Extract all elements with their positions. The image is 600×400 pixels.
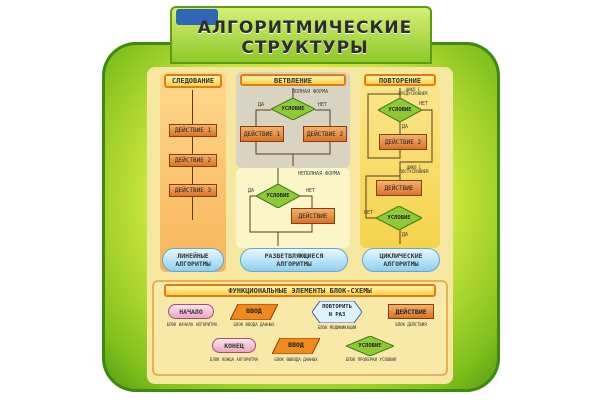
loop-pre-condition-label: УСЛОВИЕ <box>388 107 412 113</box>
sequence-footer: ЛИНЕЙНЫЕ АЛГОРИТМЫ <box>162 248 224 272</box>
branch-action-2: ДЕЙСТВИЕ 2 <box>303 126 347 142</box>
loop-pre-label-line-2: ПРЕДУСЛОВИЕМ <box>398 91 428 96</box>
loop-pre-action: ДЕЙСТВИЕ 2 <box>379 134 427 150</box>
sequence-header: СЛЕДОВАНИЕ <box>164 74 222 88</box>
branch-partial-no: НЕТ <box>306 188 316 194</box>
loop-footer: ЦИКЛИЧЕСКИЕ АЛГОРИТМЫ <box>362 248 440 272</box>
sequence-footer-line-1: ЛИНЕЙНЫЕ <box>177 252 209 260</box>
input-block-shape <box>230 304 278 320</box>
loop-post-condition-label: УСЛОВИЕ <box>387 215 411 221</box>
loop-post-no: НЕТ <box>364 210 374 216</box>
modify-block-label-line-1: ПОВТОРИТЬ <box>322 304 352 310</box>
branch-footer-line-1: РАЗВЕТВЛЯЮЩИЕСЯ <box>264 252 324 260</box>
branch-partial-condition-label: УСЛОВИЕ <box>266 193 290 199</box>
branch-full-condition-label: УСЛОВИЕ <box>281 106 305 112</box>
branch-full-lines <box>255 88 331 166</box>
condition-caption: БЛОК ПРОВЕРКИ УСЛОВИЯ <box>345 357 397 362</box>
output-block-shape <box>272 338 320 354</box>
start-block: НАЧАЛО <box>168 304 214 319</box>
branch-footer-line-2: АЛГОРИТМЫ <box>276 260 312 268</box>
branch-full-label: ПОЛНАЯ ФОРМА <box>292 89 329 95</box>
sequence-action-1: ДЕЙСТВИЕ 1 <box>169 124 217 137</box>
modify-caption: БЛОК МОДИФИКАЦИИ <box>317 325 357 330</box>
input-block-label: ВВОД <box>246 307 262 315</box>
branch-full-yes: ДА <box>258 102 265 108</box>
sequence-action-2: ДЕЙСТВИЕ 2 <box>169 154 217 167</box>
branch-partial-label: НЕПОЛНАЯ ФОРМА <box>298 171 341 177</box>
sequence-footer-line-2: АЛГОРИТМЫ <box>175 260 211 268</box>
end-caption: БЛОК КОНЦА АЛГОРИТМА <box>209 357 259 362</box>
branch-partial-condition <box>256 184 300 208</box>
loop-post-yes: ДА <box>402 232 409 238</box>
loop-pre-condition <box>378 98 422 122</box>
branch-full-no: НЕТ <box>318 102 328 108</box>
branch-header: ВЕТВЛЕНИЕ <box>240 74 346 86</box>
loop-post-label-line-1: ЦИКЛ С <box>406 165 422 170</box>
condition-block-shape <box>346 336 394 356</box>
end-block: КОНЕЦ <box>212 338 256 353</box>
sequence-column <box>160 72 226 272</box>
loop-pre-label-line-1: ЦИКЛ С <box>405 87 421 92</box>
output-block-label: ВВОД <box>288 341 304 349</box>
input-caption: БЛОК ВВОДА ДАННЫХ <box>233 322 275 327</box>
modify-block-label: ПОВТОРИТЬ N РАЗ <box>312 303 362 319</box>
start-caption: БЛОК НАЧАЛА АЛГОРИТМА <box>166 322 218 327</box>
condition-block-label: УСЛОВИЕ <box>358 343 382 349</box>
loop-post-action: ДЕЙСТВИЕ <box>376 180 422 196</box>
modify-block-shape <box>312 301 362 323</box>
branch-partial-action: ДЕЙСТВИЕ <box>291 208 335 224</box>
loop-header: ПОВТОРЕНИЕ <box>364 74 436 86</box>
loop-footer-line-2: АЛГОРИТМЫ <box>383 260 419 268</box>
loop-post-label-line-2: ПОСТУСЛОВИЕМ <box>399 169 429 174</box>
action-caption: БЛОК ДЕЙСТВИЯ <box>395 322 427 327</box>
action-block: ДЕЙСТВИЕ <box>388 304 434 319</box>
branch-footer: РАЗВЕТВЛЯЮЩИЕСЯ АЛГОРИТМЫ <box>240 248 348 272</box>
elements-header: ФУНКЦИОНАЛЬНЫЕ ЭЛЕМЕНТЫ БЛОК-СХЕМЫ <box>164 284 436 297</box>
title-line-1: АЛГОРИТМИЧЕСКИЕ <box>197 18 413 38</box>
loop-pre-yes: ДА <box>402 124 409 130</box>
folder-tab-icon <box>176 9 218 25</box>
branch-full-condition <box>271 98 315 120</box>
branch-action-1: ДЕЙСТВИЕ 1 <box>240 126 284 142</box>
loop-pre-label: ЦИКЛ С ПРЕДУСЛОВИЕМ <box>390 88 436 96</box>
title-line-2: СТРУКТУРЫ <box>241 38 369 58</box>
output-caption: БЛОК ВЫВОДА ДАННЫХ <box>274 357 318 362</box>
loop-post-label: ЦИКЛ С ПОСТУСЛОВИЕМ <box>392 166 436 174</box>
branch-partial-yes: ДА <box>248 188 255 194</box>
loop-post-condition <box>376 206 422 230</box>
loop-footer-line-1: ЦИКЛИЧЕСКИЕ <box>379 252 423 260</box>
sequence-action-3: ДЕЙСТВИЕ 3 <box>169 184 217 197</box>
loop-pre-no: НЕТ <box>419 101 429 107</box>
modify-block-label-line-2: N РАЗ <box>328 312 346 318</box>
loop-lines <box>365 88 433 244</box>
branch-partial-lines <box>249 168 313 246</box>
